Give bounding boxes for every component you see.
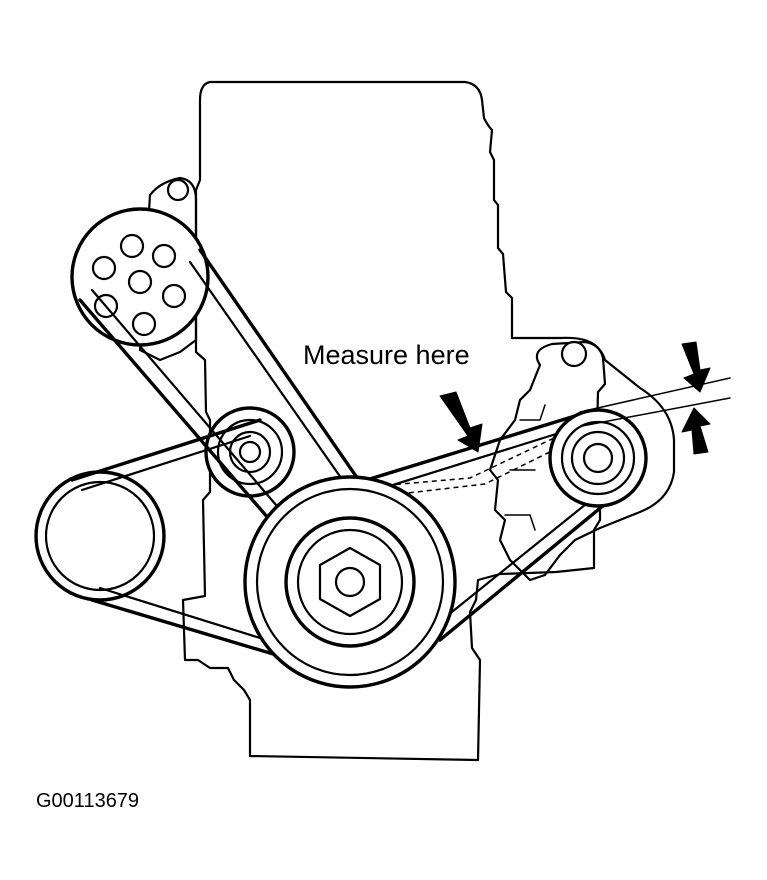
water-pump-pulley	[70, 207, 210, 347]
figure-id: G00113679	[36, 790, 139, 812]
deflection-arrow-down-icon	[681, 341, 711, 393]
alternator-bracket	[488, 340, 676, 582]
measure-arrow-icon	[439, 391, 483, 453]
measure-here-label: Measure here	[303, 340, 470, 370]
engine-block	[181, 80, 607, 762]
deflection-arrow-up-icon	[681, 407, 711, 455]
power-steering-pulley	[34, 470, 166, 602]
alternator-pulley	[548, 408, 648, 508]
deflection-reference-lines	[579, 377, 731, 427]
idler-pulley	[204, 406, 296, 498]
crankshaft-pulley	[243, 475, 457, 689]
